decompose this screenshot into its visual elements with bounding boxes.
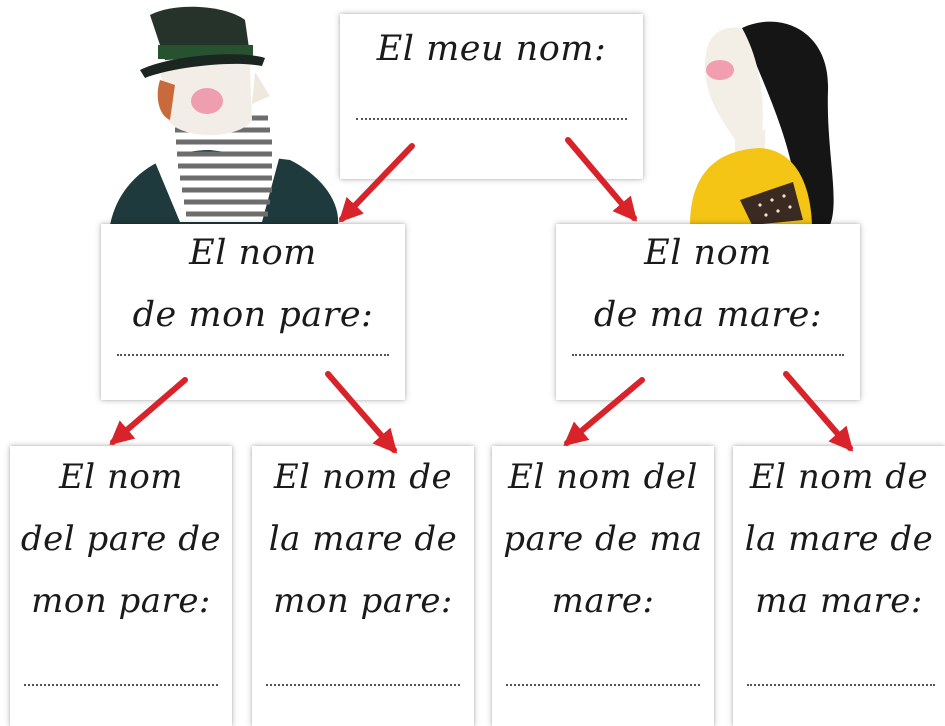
paternal-grandfather-line3: mon pare: [31,581,211,621]
paternal-grandmother-card: El nom de la mare de mon pare: [252,446,474,726]
maternal-grandmother-card: El nom de la mare de ma mare: [733,446,945,726]
my-name-label: El meu nom: [376,29,607,69]
father-name-line[interactable] [117,354,389,356]
woman-illustration [690,21,834,225]
paternal-grandmother-line1: El nom de [273,457,453,497]
arrow-icon [563,377,645,447]
mother-card: El nom de ma mare: [556,224,860,400]
maternal-grandfather-line1: El nom del [508,457,698,497]
arrow-icon [565,137,638,222]
arrow-icon [338,143,415,223]
my-name-card: El meu nom: [340,14,643,179]
maternal-grandfather-line2: pare de ma [503,519,703,559]
maternal-grandfather-card: El nom del pare de ma mare: [492,446,714,726]
paternal-grandfather-line1: El nom [58,457,184,497]
arrow-icon [325,371,398,454]
maternal-grandmother-name-line[interactable] [747,684,935,686]
father-label-line1: El nom [189,233,317,273]
arrow-icon [109,377,188,446]
maternal-grandmother-line3: ma mare: [755,581,923,621]
maternal-grandmother-line2: la mare de [744,519,934,559]
paternal-grandmother-line3: mon pare: [273,581,453,621]
mother-name-line[interactable] [572,354,844,356]
maternal-grandfather-line3: mare: [551,581,655,621]
paternal-grandfather-line2: del pare de [20,519,222,559]
man-with-hat-illustration [110,6,339,225]
paternal-grandmother-name-line[interactable] [266,684,460,686]
father-card: El nom de mon pare: [101,224,405,400]
mother-label-line1: El nom [644,233,772,273]
paternal-grandfather-card: El nom del pare de mon pare: [10,446,232,726]
maternal-grandmother-line1: El nom de [749,457,929,497]
paternal-grandmother-line2: la mare de [268,519,458,559]
paternal-grandfather-name-line[interactable] [24,684,218,686]
mother-label-line2: de ma mare: [593,295,823,335]
maternal-grandfather-name-line[interactable] [506,684,700,686]
father-label-line2: de mon pare: [132,295,374,335]
arrow-icon [783,371,854,452]
my-name-line[interactable] [356,118,627,120]
